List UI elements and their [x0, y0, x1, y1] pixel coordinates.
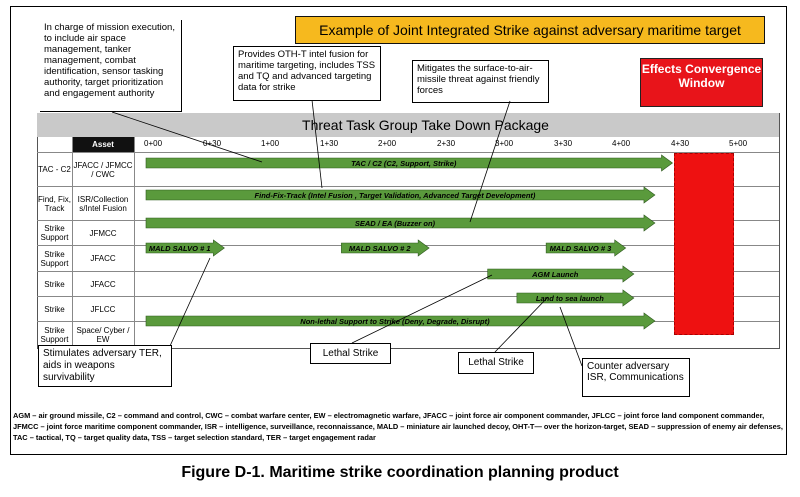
- column-divider: [134, 137, 135, 348]
- table-title: Threat Task Group Take Down Package: [72, 113, 779, 137]
- callout-oth-t: Provides OTH-T intel fusion for maritime…: [233, 46, 381, 101]
- column-divider: [72, 137, 73, 348]
- callout-mission-execution: In charge of mission execution, to inclu…: [40, 20, 182, 112]
- row-divider: [37, 296, 779, 297]
- row-label: Strike: [44, 279, 65, 289]
- callout-pointer: [494, 296, 549, 353]
- timeline-bar-label: MALD SALVO # 2: [349, 244, 412, 253]
- timeline-bar-label: Find-Fix-Track (Intel Fusion , Target Va…: [255, 191, 536, 200]
- row-asset: JFACC: [90, 279, 116, 289]
- row-asset: JFLCC: [90, 304, 116, 314]
- table-corner: [37, 113, 72, 137]
- tick-label: 1+30: [320, 139, 339, 148]
- timeline-bar-label: Non-lethal Support to Strike (Deny, Degr…: [300, 317, 490, 326]
- row-divider: [37, 152, 779, 153]
- banner-title: Example of Joint Integrated Strike again…: [295, 16, 765, 44]
- callout-adversary-ter: Stimulates adversary TER, aids in weapon…: [38, 345, 172, 387]
- callout-pointer: [351, 274, 493, 344]
- timeline-bar: [145, 154, 674, 172]
- callout-pointer: [311, 99, 323, 189]
- timeline-bar: [487, 265, 635, 283]
- row-label: Strike Support: [40, 326, 69, 344]
- callout-pointer: [111, 111, 263, 163]
- callout-pointer: [559, 306, 583, 367]
- timeline-bar: [145, 312, 656, 330]
- timeline-bar-label: Land to sea launch: [536, 294, 604, 303]
- timeline-bar: [545, 239, 627, 257]
- row-asset: ISR/Collection s/Intel Fusion: [77, 194, 129, 213]
- timeline-bar-label: MALD SALVO # 3: [550, 244, 613, 253]
- row-divider: [37, 186, 779, 187]
- effects-convergence-window: Effects Convergence Window: [640, 58, 763, 107]
- row-label: Strike Support: [40, 249, 69, 268]
- row-asset: JFACC / JFMCC / CWC: [73, 160, 133, 179]
- tick-label: 5+00: [729, 139, 748, 148]
- timeline-bar-label: AGM Launch: [531, 270, 579, 279]
- tick-label: 0+00: [144, 139, 163, 148]
- timeline-bar: [145, 239, 225, 257]
- timeline-bar: [341, 239, 430, 257]
- callout-lethal-strike-2: Lethal Strike: [458, 352, 534, 374]
- timeline-bar-label: SEAD / EA (Buzzer on): [355, 219, 436, 228]
- tick-label: 2+00: [378, 139, 397, 148]
- tick-label: 3+00: [495, 139, 514, 148]
- row-label: Strike: [44, 304, 65, 314]
- callout-pointer: [469, 100, 511, 223]
- callout-pointer: [169, 257, 211, 347]
- tick-label: 4+30: [671, 139, 690, 148]
- callout-counter-isr: Counter adversary ISR, Communications: [582, 358, 690, 397]
- tick-label: 0+30: [203, 139, 222, 148]
- row-asset: JFACC: [90, 254, 116, 263]
- asset-header: Asset: [72, 137, 134, 152]
- effects-window-zone: [674, 153, 734, 335]
- tick-label: 3+30: [554, 139, 573, 148]
- timeline-bar-label: MALD SALVO # 1: [149, 244, 211, 253]
- tick-label: 1+00: [261, 139, 280, 148]
- row-label: Strike Support: [40, 224, 69, 242]
- timeline-bar: [145, 214, 656, 232]
- figure-caption: Figure D-1. Maritime strike coordination…: [181, 464, 619, 481]
- timeline-bar: [516, 289, 635, 307]
- timeline-bar-label: TAC / C2 (C2, Support, Strike): [351, 159, 457, 168]
- timeline-bar: [145, 186, 656, 204]
- row-asset: JFMCC: [89, 228, 117, 238]
- callout-sam-threat: Mitigates the surface-to-air-missile thr…: [412, 60, 549, 103]
- abbreviations-legend: AGM – air ground missile, C2 – command a…: [13, 411, 783, 442]
- row-divider: [37, 271, 779, 272]
- figure-frame: [10, 6, 787, 455]
- row-label: Find, Fix, Track: [38, 194, 71, 213]
- row-label: TAC - C2: [38, 165, 71, 174]
- tick-label: 2+30: [437, 139, 456, 148]
- tick-label: 4+00: [612, 139, 631, 148]
- callout-lethal-strike-1: Lethal Strike: [310, 343, 391, 364]
- row-asset: Space/ Cyber / EW: [76, 326, 130, 344]
